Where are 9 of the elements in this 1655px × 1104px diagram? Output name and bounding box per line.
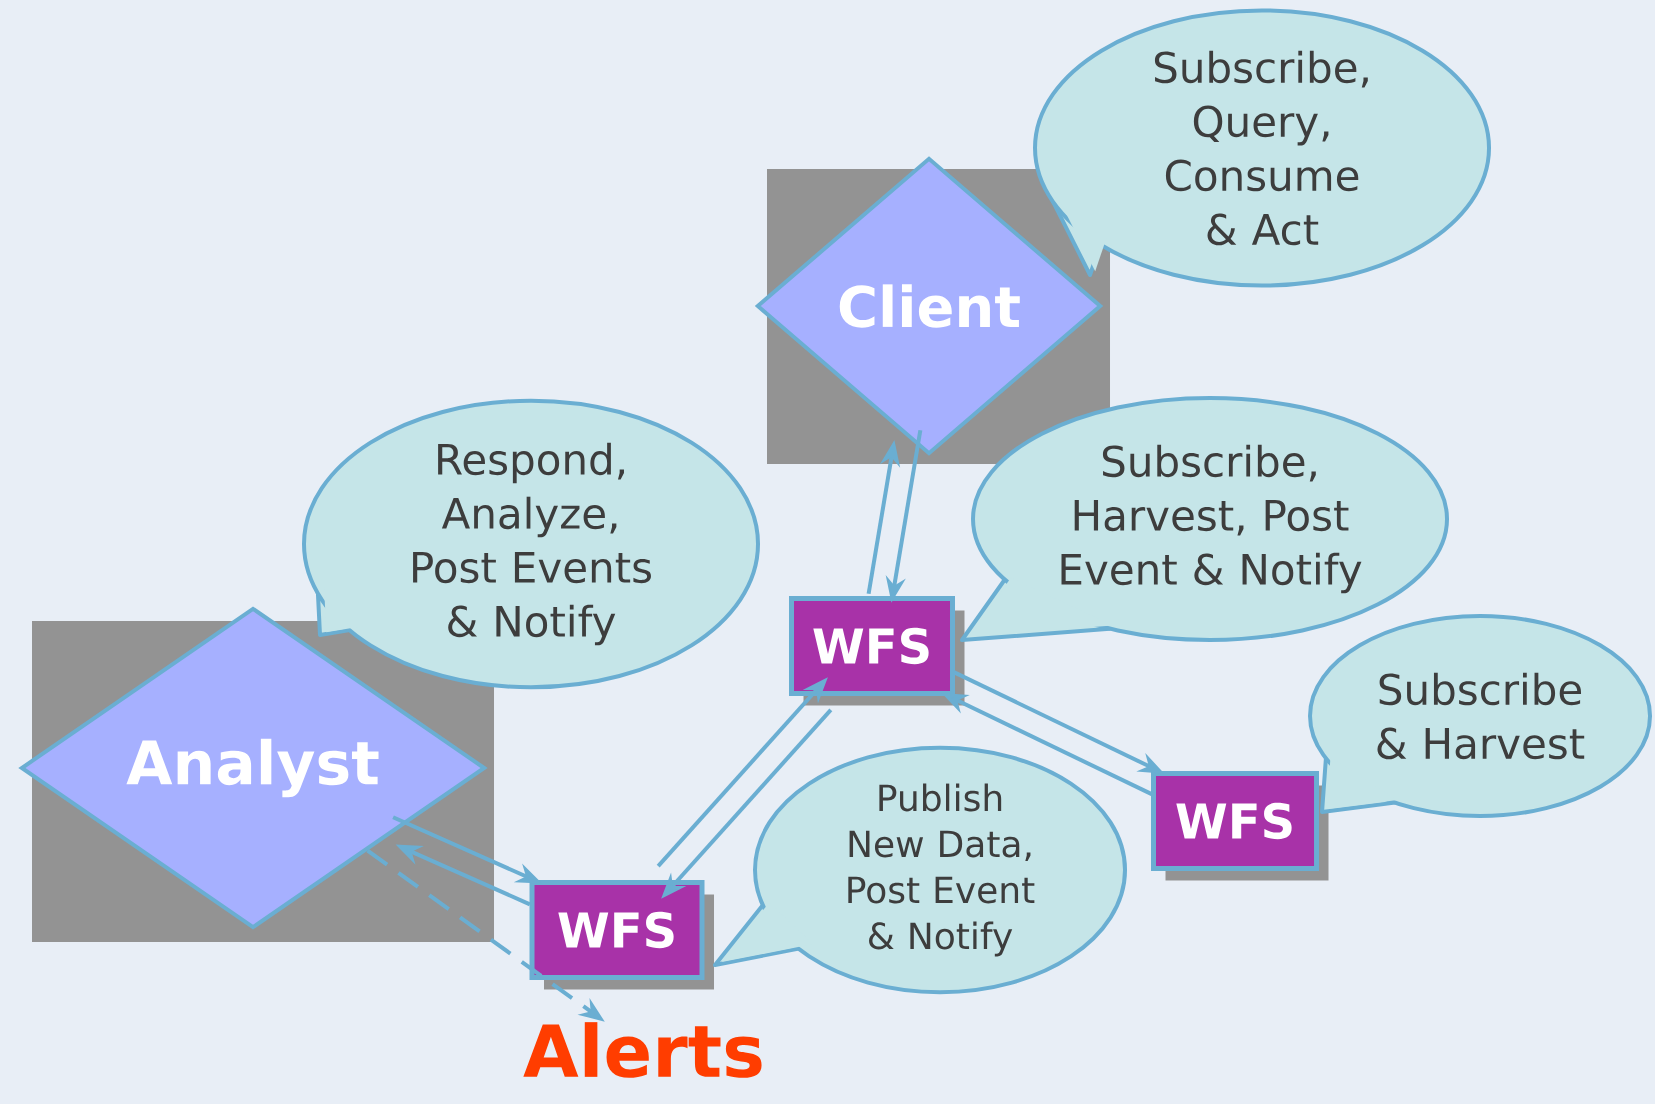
text-label: Alerts — [523, 1022, 762, 1078]
speech-bubble: Respond, Analyze, Post Events & Notify — [302, 398, 760, 690]
speech-bubble: Subscribe, Harvest, Post Event & Notify — [960, 396, 1449, 642]
service-box: WFS — [529, 880, 714, 990]
service-box: WFS — [1151, 771, 1329, 881]
speech-bubble: Subscribe & Harvest — [1308, 614, 1652, 818]
speech-bubble: Subscribe, Query, Consume & Act — [1033, 8, 1491, 288]
service-box: WFS — [789, 596, 965, 706]
speech-bubble: Publish New Data, Post Event & Notify — [713, 745, 1127, 995]
